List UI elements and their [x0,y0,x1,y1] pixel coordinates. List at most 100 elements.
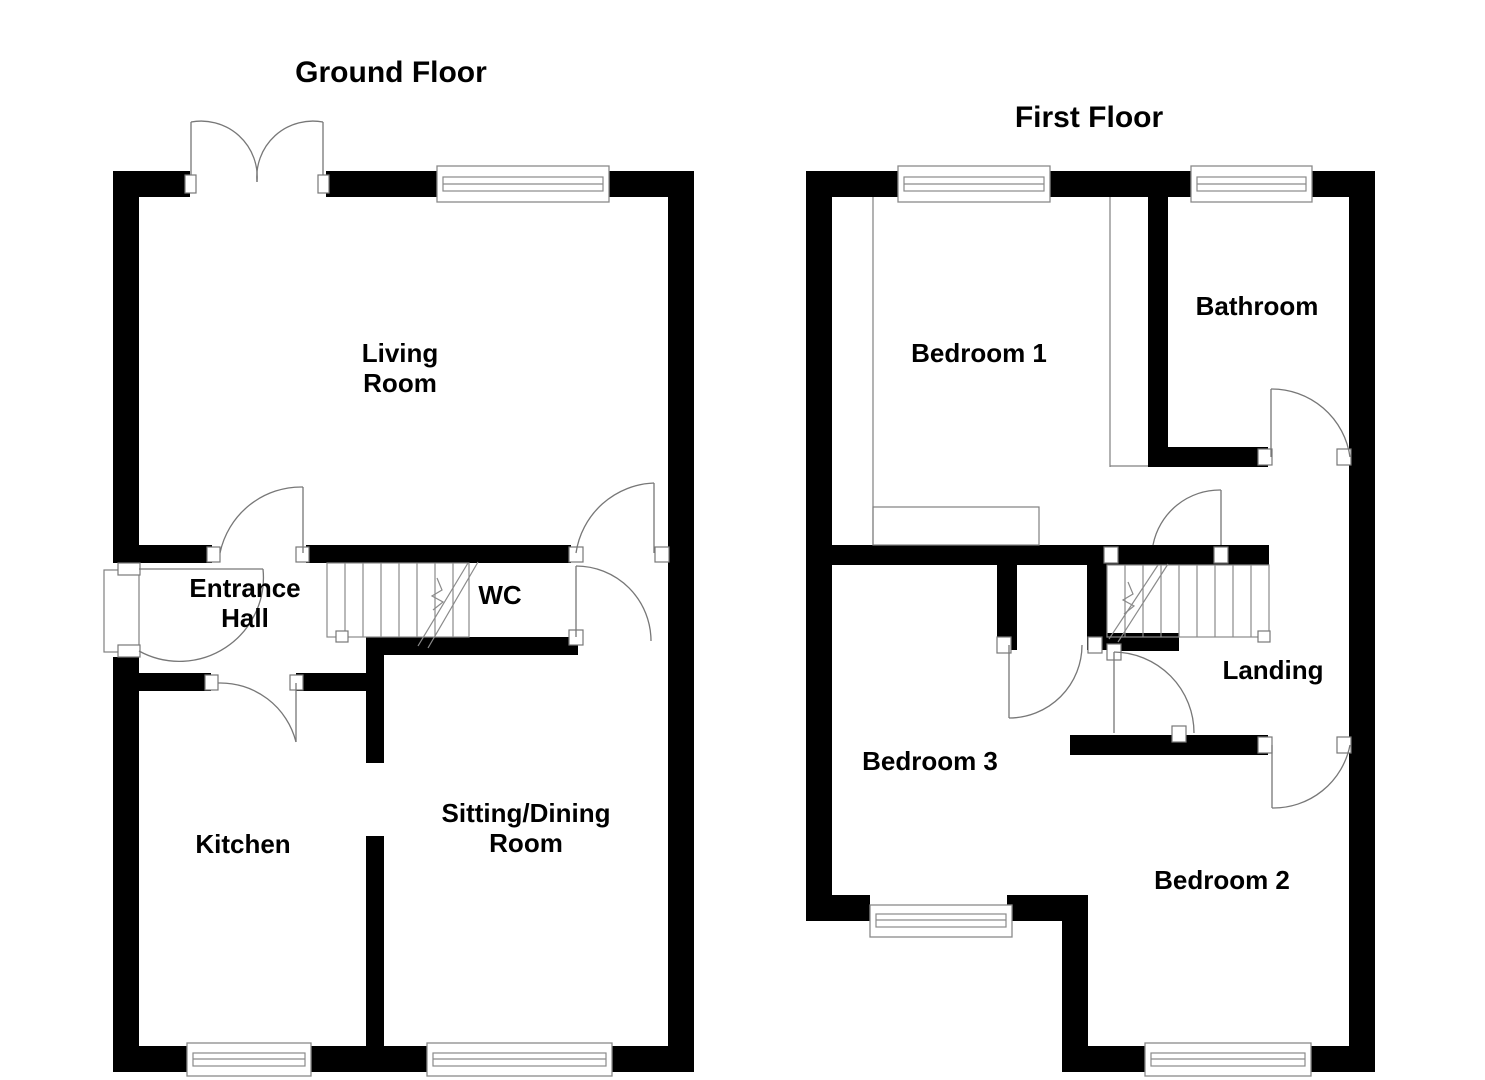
wall-ff-bedroom2-top [1070,735,1268,755]
room-label-living-room-line1: Living [362,338,439,368]
french-door-arc-right [256,120,324,183]
stair-run-outline [1106,564,1270,638]
first-floor-group: First Floor [806,101,1375,1077]
stair-break-line-b [427,561,479,649]
door-bedroom2-landing[interactable] [1106,643,1195,743]
wall-left-lower [113,657,139,1072]
door-arc-kitchen [217,682,297,743]
door-jamb-bathroom-a [1257,448,1273,466]
wall-ff-landing-left-vertical [1087,545,1107,650]
wall-ff-mid-left [828,545,1014,565]
door-arc-bedroom2-right [1271,744,1351,809]
window-bedroom3-rear [869,904,1013,938]
door-arc-hall-living [219,486,304,554]
door-hall-to-kitchen[interactable] [204,674,304,743]
door-bathroom[interactable] [1257,388,1352,466]
ground-floor-outer-walls [113,171,694,1072]
window-bedroom1-front [897,165,1051,203]
room-label-sitting-dining-line2: Room [489,828,563,858]
front-door-jamb-top [117,562,141,576]
french-door-jamb-right [317,174,330,194]
door-jamb-bedroom1-b [1213,546,1229,564]
wall-ff-top-middle [1050,171,1191,197]
wall-hall-living-left [139,545,212,563]
room-label-bathroom: Bathroom [1196,291,1319,321]
stair-break-zigzag [1121,581,1136,615]
wall-ff-step-vertical [1062,895,1088,1072]
window-dining-rear [426,1042,613,1077]
wall-ff-bed3-landing-vertical [997,545,1017,650]
wall-wc-bottom [366,637,578,655]
stair-break-line-a [1108,564,1159,640]
door-jamb-kitchen-a [204,674,219,691]
front-door-jamb-bottom [117,644,141,658]
ground-floor-internal-walls [113,545,578,1046]
wall-hall-kitchen-right [296,673,376,691]
door-jamb-hall-living-a [206,546,221,563]
room-label-bedroom-1: Bedroom 1 [911,338,1047,368]
stair-break-line-a [417,562,469,647]
room-label-sitting-dining-line1: Sitting/Dining [442,798,611,828]
door-hall-to-living-room[interactable] [206,486,310,563]
window-living-room-front [436,165,610,203]
door-living-to-dining-upper[interactable] [568,482,670,563]
wall-ff-bedroom2-bottom-right [1310,1046,1375,1072]
door-jamb-bathroom-b [1336,448,1352,466]
wall-ff-mid-center [1014,545,1104,565]
ground-floor-group: Ground Floor [103,56,694,1077]
wall-left-upper [113,171,139,563]
door-jamb-bedroom2-right-a [1257,736,1273,754]
wall-ff-left [806,171,832,921]
window-bathroom-front [1190,165,1313,203]
bedroom1-fixture-box [872,506,1040,546]
door-wc[interactable] [568,565,652,646]
wall-bottom-middle [310,1046,427,1072]
door-arc-bedroom2-landing [1113,651,1195,734]
window-bedroom2-rear [1144,1042,1312,1077]
wall-kitchen-dining-upper [366,637,384,763]
front-door-porch-recess [103,569,140,653]
door-arc-living-dining [575,482,655,554]
wall-ff-mid-right [1104,545,1269,565]
first-floor-outer-walls [806,171,1375,1072]
wall-right [668,171,694,1072]
room-label-living-room-line2: Room [363,368,437,398]
wall-bottom-right [611,1046,694,1072]
door-jamb-bedroom1-a [1103,546,1119,564]
wall-ff-bedroom2-bottom-left [1062,1046,1145,1072]
room-label-landing: Landing [1222,655,1323,685]
front-door[interactable] [103,562,265,662]
door-jamb-living-dining-b [654,546,670,563]
door-jamb-living-dining-a [568,546,584,563]
door-bedroom2-right[interactable] [1257,736,1352,809]
ground-floor-title: Ground Floor [295,56,487,89]
room-label-entrance-hall-line2: Hall [221,603,269,633]
door-jamb-bedroom3-a [996,636,1012,654]
door-jamb-bedroom3-b [1087,636,1103,654]
staircase-ground-floor [326,561,479,649]
wall-hall-kitchen [113,673,211,691]
wall-bottom-left [113,1046,187,1072]
stair-break-line-b [1117,563,1169,643]
french-doors-living-room[interactable] [184,120,330,194]
wall-ff-bed1-bath-vertical [1148,197,1168,447]
room-label-bedroom-2: Bedroom 2 [1154,865,1290,895]
french-door-jamb-left [184,174,197,194]
wall-ff-right [1349,171,1375,1072]
room-label-wc: WC [478,580,522,610]
door-jamb-bedroom2-right-b [1336,736,1352,754]
room-label-bedroom-3: Bedroom 3 [862,746,998,776]
front-door-arc [138,568,265,662]
bedroom1-fixture-outlines [872,197,1148,546]
door-bedroom3[interactable] [996,636,1103,719]
wall-hall-living-right [306,545,571,563]
door-arc-bedroom1 [1152,489,1222,546]
door-arc-wc [575,565,652,642]
door-jamb-bedroom2-landing-b [1171,725,1187,743]
staircase-first-floor [1106,563,1271,643]
door-bedroom1[interactable] [1103,489,1229,564]
wall-kitchen-dining-lower [366,836,384,1046]
wall-ff-bathroom-bottom [1148,447,1268,467]
window-kitchen-rear [186,1042,312,1077]
